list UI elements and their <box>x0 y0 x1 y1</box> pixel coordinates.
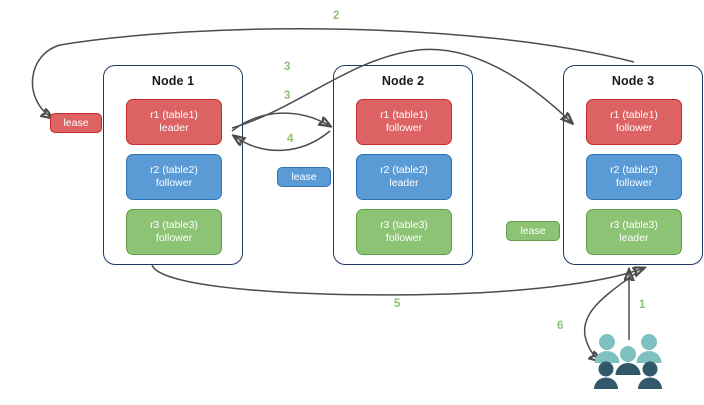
replica-node1-r3[interactable]: r3 (table3) follower <box>126 209 222 255</box>
replica-node1-r2[interactable]: r2 (table2) follower <box>126 154 222 200</box>
replica-role: follower <box>155 232 193 244</box>
edge-3-lower-path <box>231 112 330 132</box>
replica-name: r3 (table3) <box>610 219 658 231</box>
node-title-2: Node 2 <box>381 74 425 88</box>
edge-label-2: 2 <box>333 10 340 22</box>
replica-name: r2 (table2) <box>380 164 428 176</box>
edge-4-path <box>234 130 331 152</box>
replica-role: follower <box>615 122 653 134</box>
replica-name: r3 (table3) <box>150 219 198 231</box>
lease-badge-table2[interactable]: lease <box>277 167 331 187</box>
users-icon <box>594 334 662 389</box>
node-container-2[interactable]: Node 2 r1 (table1) follower r2 (table2) … <box>333 65 473 265</box>
replica-role: leader <box>619 232 649 244</box>
edge-label-6: 6 <box>557 320 564 332</box>
replica-name: r1 (table1) <box>380 109 428 121</box>
replica-name: r1 (table1) <box>610 109 658 121</box>
node-container-3[interactable]: Node 3 r1 (table1) follower r2 (table2) … <box>563 65 703 265</box>
node-container-1[interactable]: Node 1 r1 (table1) leader r2 (table2) fo… <box>103 65 243 265</box>
replica-name: r1 (table1) <box>150 109 198 121</box>
replica-role: leader <box>389 177 419 189</box>
replica-node2-r1[interactable]: r1 (table1) follower <box>356 99 452 145</box>
edge-5-path <box>151 264 644 296</box>
replica-role: follower <box>385 122 423 134</box>
replica-role: leader <box>159 122 189 134</box>
replica-role: follower <box>385 232 423 244</box>
edge-label-3-upper: 3 <box>284 61 291 73</box>
lease-badge-table1[interactable]: lease <box>50 113 102 133</box>
replica-role: follower <box>155 177 193 189</box>
replica-role: follower <box>615 177 653 189</box>
replica-node1-r1[interactable]: r1 (table1) leader <box>126 99 222 145</box>
replica-node3-r3[interactable]: r3 (table3) leader <box>586 209 682 255</box>
edge-label-3-lower: 3 <box>284 90 291 102</box>
lease-badge-table3[interactable]: lease <box>506 221 560 241</box>
replica-name: r2 (table2) <box>610 164 658 176</box>
edge-label-1: 1 <box>639 299 646 311</box>
edge-label-5: 5 <box>394 298 401 310</box>
replica-node3-r1[interactable]: r1 (table1) follower <box>586 99 682 145</box>
replica-name: r3 (table3) <box>380 219 428 231</box>
node-title-3: Node 3 <box>611 74 655 88</box>
replica-node2-r2[interactable]: r2 (table2) leader <box>356 154 452 200</box>
replica-node2-r3[interactable]: r3 (table3) follower <box>356 209 452 255</box>
replica-name: r2 (table2) <box>150 164 198 176</box>
node-title-1: Node 1 <box>151 74 195 88</box>
replica-node3-r2[interactable]: r2 (table2) follower <box>586 154 682 200</box>
edge-label-4: 4 <box>287 133 294 145</box>
